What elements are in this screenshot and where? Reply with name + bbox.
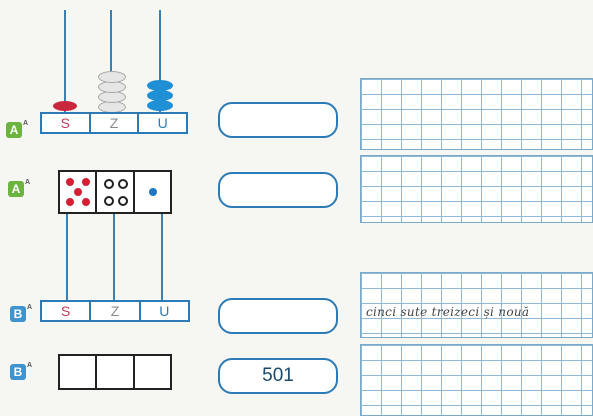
die-units [135,172,170,212]
label-hundreds: S [42,114,91,132]
digit-box-tens[interactable] [97,356,135,388]
label-units: U [159,303,170,319]
die-dot [74,188,82,196]
writing-grid-1[interactable] [360,78,593,150]
abacus-bead-units [147,80,173,91]
die-dot [148,188,157,196]
die-dot [66,198,74,206]
abacus-rod-tens [110,10,112,112]
abacus-rod-units [159,10,161,112]
abacus-bead-units [147,100,173,111]
digit-box-hundreds[interactable] [60,356,98,388]
dice-number-box [58,170,172,214]
label-units: U [157,115,168,131]
connector-rod-hundreds [66,214,68,300]
writing-grid-3 [360,272,593,338]
die-dot [104,196,115,206]
digit-box-units[interactable] [135,356,170,388]
writing-grid-2[interactable] [360,155,593,223]
place-value-header: S Z U [40,300,190,322]
place-value-header: S Z U [40,112,188,134]
label-tens: Z [91,302,141,320]
abacus-bead-units [147,90,173,101]
writing-grid-4[interactable] [360,344,593,416]
die-dot [82,178,90,186]
die-dot [66,178,74,186]
connector-rod-units [161,214,163,300]
answer-field-3[interactable] [218,298,338,334]
abacus-bead-hundreds [53,101,77,111]
label-tens: Z [91,114,140,132]
number-in-words: cinci sute treizeci și nouă [366,305,530,319]
abacus-bead-tens [98,71,126,83]
die-dot [118,196,129,206]
digit-boxes [58,354,172,390]
answer-field-2[interactable] [218,172,338,208]
die-dot [82,198,90,206]
connector-rod-tens [113,214,115,300]
die-dot [118,179,129,189]
abacus-rod-hundreds [64,10,66,112]
answer-field-1[interactable] [218,102,338,138]
die-hundreds [60,172,98,212]
die-tens [97,172,135,212]
answer-field-4: 501 [218,358,338,394]
label-hundreds: S [42,302,92,320]
die-dot [104,179,115,189]
